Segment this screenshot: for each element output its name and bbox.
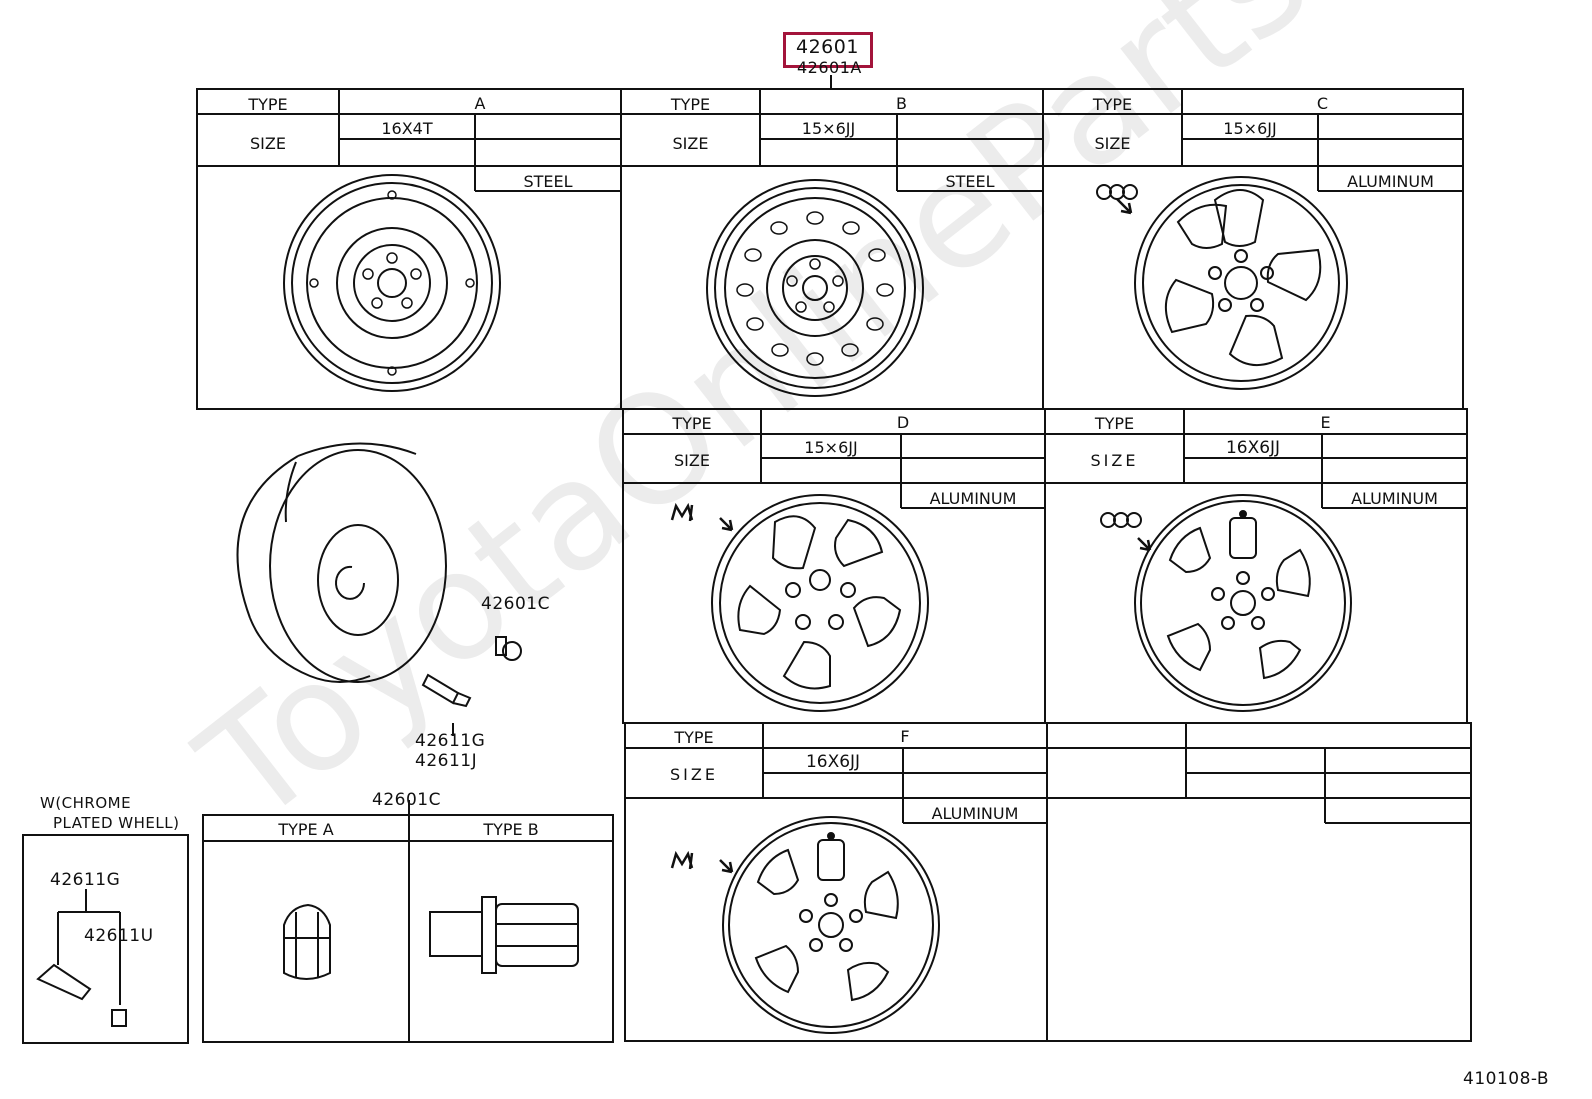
panel-b-type-header: TYPE [670, 95, 711, 114]
panel-f-size-header: SIZE [670, 765, 718, 784]
part-42611g[interactable]: 42611G [415, 731, 486, 751]
wheel-f-drawing [670, 816, 940, 1034]
nut-a-drawing [283, 903, 331, 980]
panel-c-size-header: SIZE [1094, 134, 1131, 153]
valve-stem-drawing [421, 673, 472, 736]
title-code[interactable]: 42601 [796, 36, 859, 58]
panel-e-size: 16X6JJ [1225, 438, 1281, 458]
panel-c-material: ALUMINUM [1347, 172, 1434, 191]
chrome-box [22, 834, 189, 1044]
panel-d-type-header: TYPE [672, 414, 712, 433]
panel-d-material: ALUMINUM [929, 489, 1017, 508]
nut-type-a-label: TYPE A [278, 820, 334, 839]
panel-c-type: C [1316, 94, 1329, 113]
panel-a-type: A [474, 94, 486, 113]
panel-b-type: B [896, 94, 907, 113]
panel-f-material: ALUMINUM [931, 804, 1019, 823]
panel-e-type: E [1320, 413, 1331, 432]
panel-f-size: 16X6JJ [805, 752, 861, 772]
panel-b-material: STEEL [945, 172, 995, 191]
panel-a-size: 16X4T [381, 119, 433, 138]
wheel-a-drawing [283, 174, 501, 392]
part-42611u[interactable]: 42611U [84, 926, 154, 946]
chrome-note-line2: PLATED WHELL) [53, 814, 180, 832]
weight-clip-drawing [495, 636, 522, 661]
wheel-d-drawing [670, 494, 929, 712]
panel-f-type: F [900, 727, 910, 746]
footer-code: 410108-B [1463, 1069, 1550, 1089]
panel-c-type-header: TYPE [1092, 95, 1133, 114]
title-highlight [783, 32, 873, 68]
wheel-c-drawing [1096, 176, 1348, 390]
panel-a-type-header: TYPE [248, 95, 288, 114]
chrome-valve-drawing [36, 963, 127, 1027]
part-42601c-nut[interactable]: 42601C [372, 790, 441, 810]
panel-b-size: 15×6JJ [801, 119, 856, 138]
wheel-e-drawing [1100, 494, 1352, 712]
panel-f-type-header: TYPE [674, 728, 714, 747]
panel-e-size-header: SIZE [1090, 451, 1139, 470]
panel-b-size-header: SIZE [672, 134, 709, 153]
panel-d-type: D [896, 413, 910, 432]
part-42611g-chrome[interactable]: 42611G [50, 870, 121, 890]
part-42601c-weight[interactable]: 42601C [481, 594, 550, 614]
panel-c-size: 15×6JJ [1223, 119, 1277, 138]
tire-drawing [236, 442, 447, 683]
panel-d-size: 15×6JJ [804, 438, 858, 457]
panel-e-type-header: TYPE [1094, 414, 1135, 433]
nut-b-drawing [429, 896, 579, 974]
chrome-note-line1: W(CHROME [40, 794, 132, 812]
panel-e-material: ALUMINUM [1351, 489, 1438, 508]
panel-a-material: STEEL [523, 172, 573, 191]
panel-a-size-header: SIZE [250, 134, 286, 153]
panel-d-size-header: SIZE [674, 451, 710, 470]
title-code-alt: 42601A [797, 58, 862, 77]
nut-type-b-label: TYPE B [483, 820, 539, 839]
part-42611j[interactable]: 42611J [415, 751, 478, 771]
wheel-b-drawing [706, 179, 924, 397]
